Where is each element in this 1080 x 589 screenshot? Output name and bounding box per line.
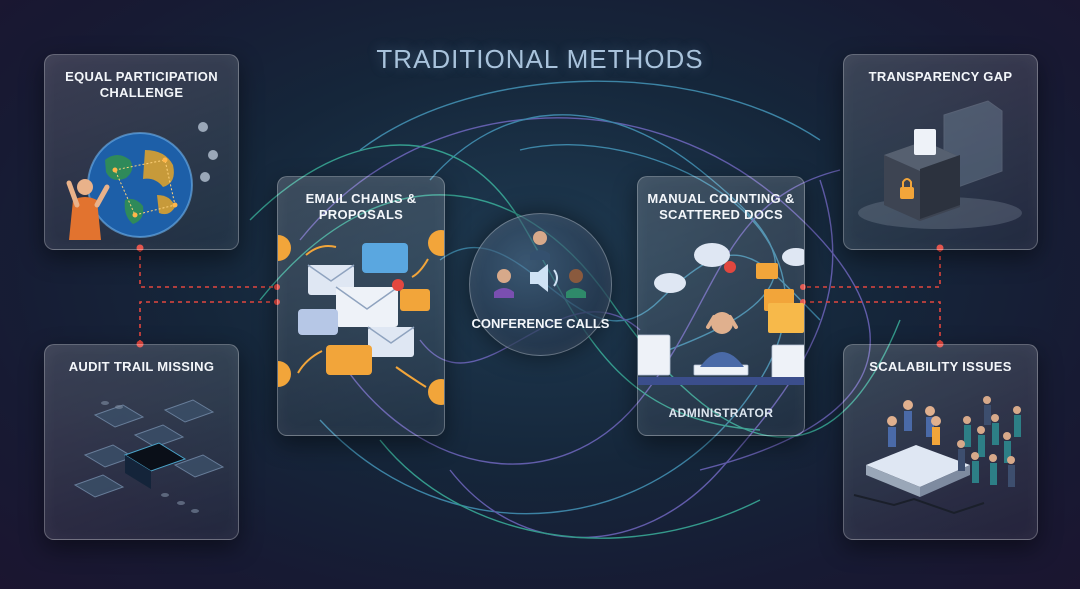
scalability-card: SCALABILITY ISSUES — [843, 344, 1038, 540]
audit-trail-card: AUDIT TRAIL MISSING — [44, 344, 239, 540]
email-chains-card: EMAIL CHAINS & PROPOSALS — [277, 176, 445, 436]
email-chains-label: EMAIL CHAINS & PROPOSALS — [305, 191, 417, 222]
missing-tiles-illustration — [73, 399, 225, 513]
manual-counting-label: MANUAL COUNTING & SCATTERED DOCS — [647, 191, 795, 222]
equal-participation-label: EQUAL PARTICIPATION CHALLENGE — [65, 69, 218, 100]
crowd-illustration — [853, 396, 1021, 515]
email-illustration — [278, 230, 444, 405]
scalability-label: SCALABILITY ISSUES — [869, 359, 1012, 374]
page-title: TRADITIONAL METHODS — [376, 44, 704, 74]
conference-calls-label: CONFERENCE CALLS — [471, 316, 610, 331]
transparency-gap-label: TRANSPARENCY GAP — [868, 69, 1013, 84]
administrator-illustration — [638, 243, 804, 385]
audit-trail-label: AUDIT TRAIL MISSING — [68, 359, 215, 374]
manual-counting-card: MANUAL COUNTING & SCATTERED DOCS ADMINIS… — [637, 176, 805, 436]
ballot-box-illustration — [858, 100, 1022, 229]
globe-illustration — [66, 122, 218, 240]
transparency-gap-card: TRANSPARENCY GAP — [843, 54, 1038, 250]
headset-people-illustration — [494, 231, 586, 298]
administrator-label: ADMINISTRATOR — [668, 406, 774, 420]
equal-participation-card: EQUAL PARTICIPATION CHALLENGE — [44, 54, 239, 250]
conference-calls-node: CONFERENCE CALLS — [469, 213, 612, 356]
